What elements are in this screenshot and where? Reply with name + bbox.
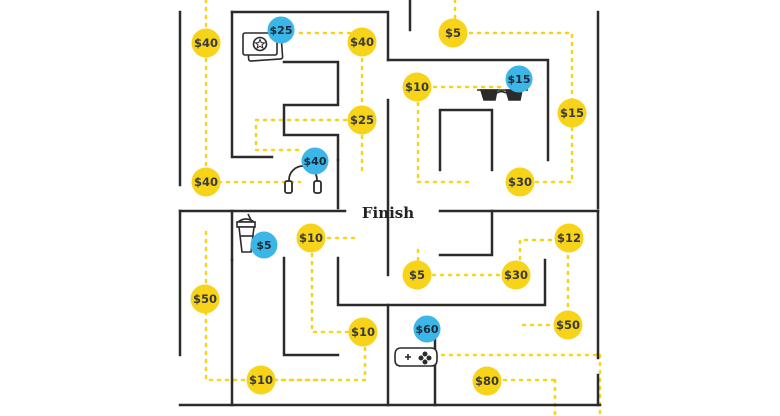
coin[interactable]: $10 — [246, 365, 276, 395]
coin-value: $40 — [194, 175, 218, 189]
ticket-icon — [242, 32, 284, 62]
coin[interactable]: $10 — [402, 72, 432, 102]
item-price: $40 — [304, 155, 327, 168]
ticket-item[interactable]: $25 — [242, 16, 295, 62]
coin[interactable]: $25 — [347, 105, 377, 135]
drink-cup-icon — [235, 213, 257, 253]
item-price: $25 — [270, 24, 293, 37]
drink-item[interactable]: $5 — [235, 213, 278, 259]
coin[interactable]: $30 — [501, 260, 531, 290]
coin[interactable]: $50 — [553, 310, 583, 340]
maze-walls — [178, 0, 602, 407]
coin[interactable]: $5 — [438, 18, 468, 48]
coin-value: $10 — [249, 373, 273, 387]
coin-value: $80 — [475, 374, 499, 388]
coin[interactable]: $10 — [348, 317, 378, 347]
item-price: $5 — [256, 239, 271, 252]
coin-value: $25 — [350, 113, 374, 127]
item-price: $60 — [416, 323, 439, 336]
coin[interactable]: $80 — [472, 366, 502, 396]
coin-value: $5 — [409, 268, 425, 282]
game-controller-icon — [394, 347, 438, 367]
coin[interactable]: $40 — [347, 27, 377, 57]
coin-value: $50 — [193, 292, 217, 306]
coin-value: $30 — [504, 268, 528, 282]
coin-value: $30 — [508, 175, 532, 189]
coin-value: $15 — [560, 106, 584, 120]
finish-label: Finish — [362, 204, 414, 222]
coin-value: $40 — [194, 36, 218, 50]
coin-value: $5 — [445, 26, 461, 40]
headphones-item[interactable]: $40 — [284, 147, 329, 194]
coin[interactable]: $10 — [296, 223, 326, 253]
coin-value: $50 — [556, 318, 580, 332]
coin[interactable]: $12 — [554, 223, 584, 253]
coin[interactable]: $5 — [402, 260, 432, 290]
coin-value: $10 — [405, 80, 429, 94]
coin-value: $12 — [557, 231, 581, 245]
coin[interactable]: $30 — [505, 167, 535, 197]
glasses-item[interactable]: $15 — [477, 65, 533, 101]
coins: $40 $40 $5 $10 $25 $15 $40 $30 $10 $12 $… — [190, 18, 587, 396]
coin[interactable]: $50 — [190, 284, 220, 314]
coin[interactable]: $40 — [191, 167, 221, 197]
coin-value: $10 — [351, 325, 375, 339]
headphones-icon — [284, 165, 322, 194]
coin[interactable]: $40 — [191, 28, 221, 58]
coin-value: $40 — [350, 35, 374, 49]
coin-value: $10 — [299, 231, 323, 245]
controller-item[interactable]: $60 — [394, 315, 441, 367]
item-price: $15 — [508, 73, 531, 86]
coin[interactable]: $15 — [557, 98, 587, 128]
